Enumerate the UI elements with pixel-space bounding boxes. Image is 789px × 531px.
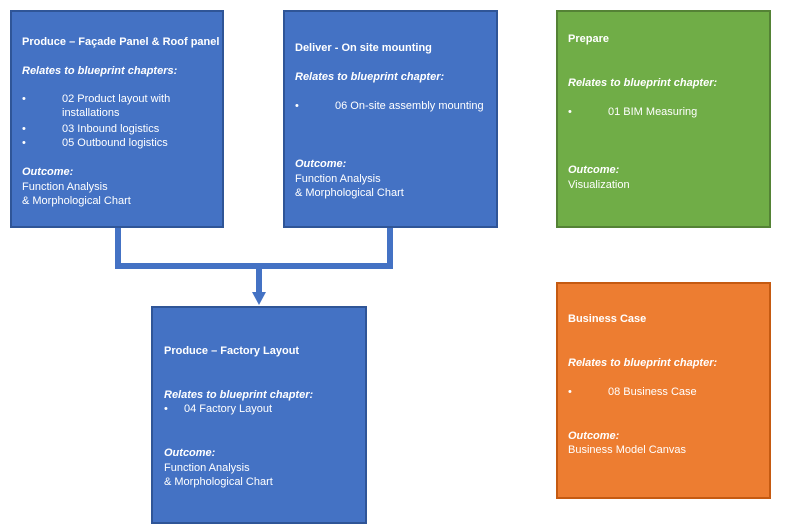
chapter-item: 05 Outbound logistics xyxy=(62,137,168,149)
outcome-text: Function Analysis xyxy=(164,462,250,474)
chapter-item: 06 On-site assembly mounting xyxy=(335,100,484,112)
chapter-item: 02 Product layout with installations xyxy=(62,93,171,119)
bullet-icon: • xyxy=(295,100,299,112)
outcome-text: Visualization xyxy=(568,179,630,191)
box-deliver: Deliver - On site mounting Relates to bl… xyxy=(283,10,498,228)
chapter-item: 04 Factory Layout xyxy=(184,403,273,415)
box-title: Produce – Façade Panel & Roof panel xyxy=(22,36,220,48)
bullet-icon: • xyxy=(22,123,26,135)
box-factory-layout: Produce – Factory Layout Relates to blue… xyxy=(151,306,367,524)
outcome-text: Function Analysis xyxy=(295,173,381,185)
chapter-item: 08 Business Case xyxy=(608,386,697,398)
chapter-item: 03 Inbound logistics xyxy=(62,123,160,135)
bullet-icon: • xyxy=(22,93,26,105)
relates-label: Relates to blueprint chapter: xyxy=(568,357,718,369)
box-title: Deliver - On site mounting xyxy=(295,42,432,54)
merge-connector xyxy=(115,227,393,269)
outcome-label: Outcome: xyxy=(568,164,620,176)
outcome-label: Outcome: xyxy=(295,158,347,170)
arrow-head xyxy=(252,292,266,305)
outcome-text: Business Model Canvas xyxy=(568,444,687,456)
bullet-icon: • xyxy=(568,106,572,118)
outcome-label: Outcome: xyxy=(164,447,216,459)
box-title: Produce – Factory Layout xyxy=(164,345,300,357)
outcome-text: & Morphological Chart xyxy=(295,187,404,199)
outcome-text: & Morphological Chart xyxy=(22,195,131,207)
outcome-text: & Morphological Chart xyxy=(164,476,273,488)
relates-label: Relates to blueprint chapter: xyxy=(164,389,314,401)
box-title: Business Case xyxy=(568,313,647,325)
outcome-label: Outcome: xyxy=(22,166,74,178)
outcome-label: Outcome: xyxy=(568,430,620,442)
chapter-item: 01 BIM Measuring xyxy=(608,106,698,118)
box-business-case: Business Case Relates to blueprint chapt… xyxy=(556,282,771,499)
relates-label: Relates to blueprint chapter: xyxy=(568,77,718,89)
bullet-icon: • xyxy=(22,137,26,149)
box-title: Prepare xyxy=(568,33,609,45)
box-produce-facade: Produce – Façade Panel & Roof panel Rela… xyxy=(10,10,224,228)
relates-label: Relates to blueprint chapters: xyxy=(22,65,178,77)
bullet-icon: • xyxy=(568,386,572,398)
relates-label: Relates to blueprint chapter: xyxy=(295,71,445,83)
bullet-icon: • xyxy=(164,403,168,415)
box-prepare: Prepare Relates to blueprint chapter: • … xyxy=(556,10,771,228)
outcome-text: Function Analysis xyxy=(22,181,108,193)
